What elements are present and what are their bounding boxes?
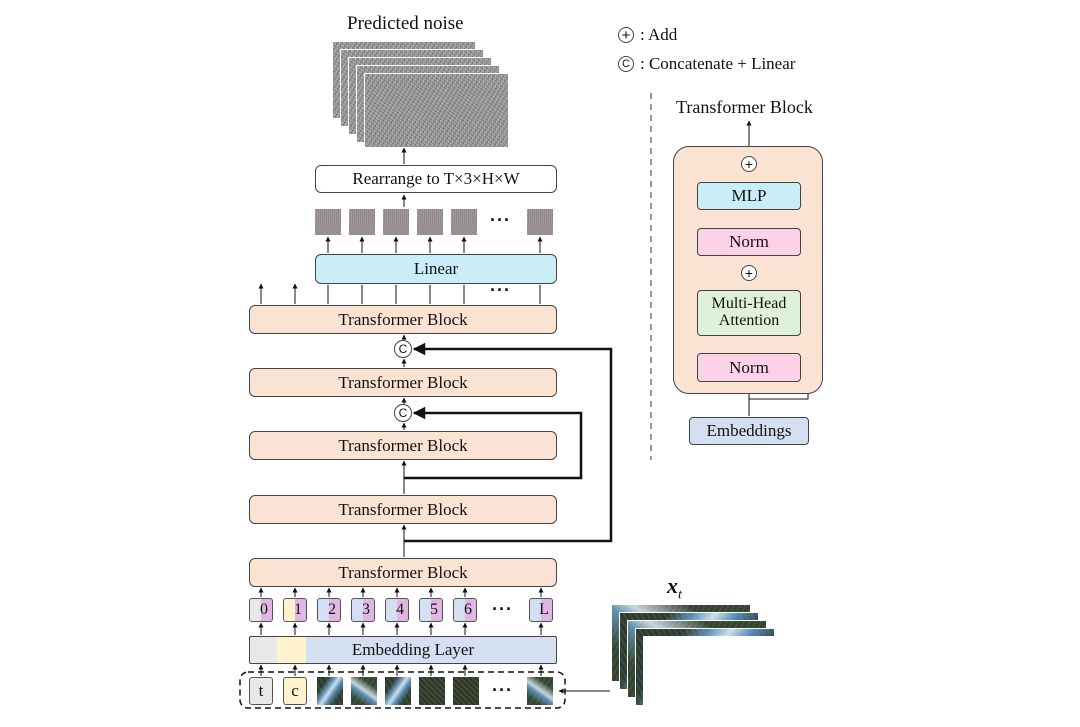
token-label: 1 <box>294 601 302 618</box>
condition-token: c <box>283 677 307 705</box>
token-label: 3 <box>362 601 370 618</box>
add-symbol-mid: + <box>741 265 757 281</box>
detail-norm-bottom: Norm <box>697 353 801 382</box>
transformer-block-label: Transformer Block <box>338 499 468 519</box>
embedding-layer: Embedding Layer <box>249 636 557 664</box>
transformer-block-label: Transformer Block <box>338 309 468 329</box>
token-2: 2 <box>317 598 341 622</box>
timestep-token-label: t <box>258 681 264 700</box>
detail-attention: Multi-Head Attention <box>697 290 801 336</box>
detail-attention-line2: Attention <box>718 312 780 329</box>
detail-embeddings: Embeddings <box>689 417 809 445</box>
detail-embeddings-label: Embeddings <box>706 421 792 441</box>
video-frame-front <box>643 636 783 714</box>
concat-symbol-letter: C <box>398 405 408 420</box>
input-frame-dashed <box>239 671 566 709</box>
detail-mlp-label: MLP <box>731 186 767 206</box>
transformer-block-label: Transformer Block <box>338 562 468 582</box>
noise-patch <box>451 209 477 235</box>
linear-box: Linear <box>315 254 557 284</box>
token-3: 3 <box>351 598 375 622</box>
noise-patch <box>417 209 443 235</box>
token-1: 1 <box>283 598 307 622</box>
detail-title: Transformer Block <box>676 97 813 117</box>
input-patch <box>317 677 343 705</box>
token-5: 5 <box>419 598 443 622</box>
rearrange-box: Rearrange to T×3×H×W <box>315 165 557 193</box>
add-symbol-legend: + <box>618 27 634 43</box>
add-symbol-top: + <box>741 156 757 172</box>
detail-norm-top: Norm <box>697 228 801 256</box>
concat-symbol-legend: C <box>618 56 634 72</box>
detail-norm-top-label: Norm <box>729 232 769 252</box>
transformer-block-3: Transformer Block <box>249 431 557 460</box>
detail-mlp: MLP <box>697 182 801 210</box>
noise-patch <box>349 209 375 235</box>
xt-subscript: t <box>678 587 682 603</box>
input-patch <box>351 677 377 705</box>
transformer-block-label: Transformer Block <box>338 435 468 455</box>
input-patch <box>419 677 445 705</box>
concat-symbol-letter: C <box>398 341 408 356</box>
noise-patch <box>315 209 341 235</box>
concat-symbol: C <box>394 340 412 358</box>
token-ellipsis: ··· <box>492 599 513 619</box>
token-label: 2 <box>328 601 336 618</box>
noise-patch <box>527 209 553 235</box>
transformer-block-label: Transformer Block <box>338 372 468 392</box>
transformer-block-4: Transformer Block <box>249 368 557 397</box>
input-patch <box>453 677 479 705</box>
skip-connection-outer <box>404 342 613 543</box>
transformer-block-2: Transformer Block <box>249 495 557 524</box>
embedding-layer-label: Embedding Layer <box>351 640 475 660</box>
input-ellipsis: ··· <box>492 680 513 700</box>
detail-norm-bottom-label: Norm <box>729 357 769 377</box>
token-label: L <box>539 601 549 618</box>
xt-label: xt <box>667 573 682 603</box>
concat-symbol: C <box>394 404 412 422</box>
add-legend-label: : Add <box>640 25 678 44</box>
token-6: 6 <box>453 598 477 622</box>
input-patch <box>527 677 553 705</box>
skip-connection-inner <box>404 406 583 480</box>
linear-ellipsis: ··· <box>490 280 511 300</box>
predicted-noise-title: Predicted noise <box>347 13 464 34</box>
noise-frame <box>364 73 509 148</box>
detail-attention-line1: Multi-Head <box>711 295 787 313</box>
transformer-block-5: Transformer Block <box>249 305 557 334</box>
noise-patch <box>383 209 409 235</box>
token-label: 6 <box>464 601 472 618</box>
add-symbol-glyph: + <box>744 156 754 172</box>
token-label: 0 <box>260 601 268 618</box>
rearrange-label: Rearrange to T×3×H×W <box>352 169 520 189</box>
token-0: 0 <box>249 598 273 622</box>
linear-label: Linear <box>413 259 459 279</box>
concat-symbol-glyph: C <box>622 57 630 70</box>
patch-ellipsis: ··· <box>490 210 511 230</box>
token-L: L <box>529 598 553 622</box>
token-label: 4 <box>396 601 404 618</box>
timestep-token: t <box>249 677 273 705</box>
transformer-block-1: Transformer Block <box>249 558 557 587</box>
token-4: 4 <box>385 598 409 622</box>
add-symbol-glyph: + <box>744 265 754 281</box>
input-patch <box>385 677 411 705</box>
xt-symbol: x <box>667 573 678 598</box>
concat-legend-label: : Concatenate + Linear <box>640 54 796 73</box>
add-symbol-glyph: + <box>621 26 631 44</box>
token-label: 5 <box>430 601 438 618</box>
condition-token-label: c <box>291 681 299 700</box>
